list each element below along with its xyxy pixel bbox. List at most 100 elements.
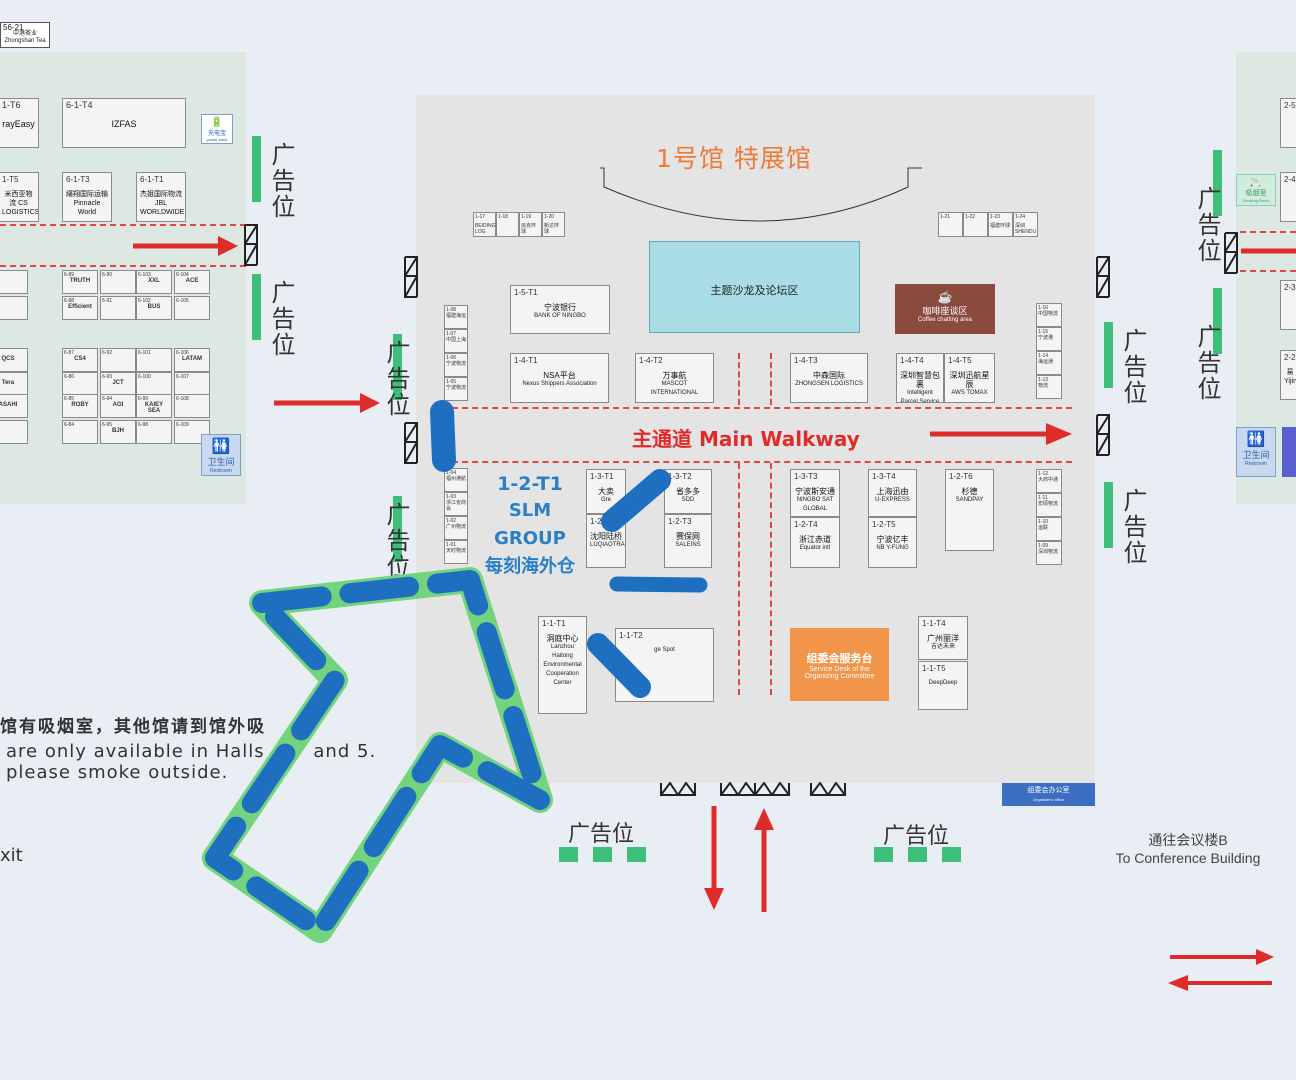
booth-grid-cell[interactable]: 6-92 bbox=[100, 348, 136, 372]
booth-grid-cell[interactable]: 6-91 bbox=[100, 296, 136, 320]
booth-en: NB Y-FUNG bbox=[876, 545, 909, 551]
organizer-office[interactable]: 组委会办公室 Organizer's office bbox=[1002, 783, 1095, 806]
ad-label-vertical: 广告位 bbox=[1193, 324, 1221, 402]
booth-grid-cell[interactable]: 6-79Tera bbox=[0, 372, 28, 396]
booth-left-3[interactable]: 1-T5 米西亚物流 CS LOGISTICS bbox=[0, 172, 39, 222]
booth-grid-cell[interactable]: 6-81 bbox=[0, 420, 28, 444]
booth-grid-cell[interactable]: 6-108 bbox=[174, 394, 210, 418]
top-small-booth[interactable]: 1-18 bbox=[496, 212, 519, 237]
booth-left-2[interactable]: 6-1-T4 IZFAS bbox=[62, 98, 186, 148]
service-desk[interactable]: 组委会服务台 Service Desk of the Organizing Co… bbox=[790, 628, 889, 701]
booth-right-2[interactable]: 2-4 bbox=[1280, 172, 1296, 222]
restroom-icon: 🚻 bbox=[1246, 431, 1266, 448]
booth-grid-cell[interactable]: 6-101 bbox=[136, 348, 172, 372]
booth-grid-cell[interactable]: 6-109 bbox=[174, 420, 210, 444]
ad-green-bar bbox=[252, 274, 261, 340]
forum-label: 主题沙龙及论坛区 bbox=[710, 285, 799, 297]
booth-grid-cell[interactable]: 6-76 bbox=[0, 270, 28, 294]
top-small-booth[interactable]: 1-22 bbox=[963, 212, 988, 237]
walkway-line-bottom bbox=[452, 461, 1072, 463]
ad-label-vertical: 广告位 bbox=[1119, 488, 1147, 566]
booth-name: Efficient bbox=[68, 304, 92, 310]
booth-left-4[interactable]: 6-1-T3 縉翔国际运输 Pinnacle World bbox=[62, 172, 112, 222]
booth-name: ASAHI bbox=[0, 402, 18, 408]
coffee-area[interactable]: ☕ 咖啡座谈区 Coffee chatting area bbox=[895, 284, 995, 334]
booth-right-3[interactable]: 2-3 bbox=[1280, 280, 1296, 330]
booth-grid-cell[interactable]: 6-78QCS bbox=[0, 348, 28, 372]
booth-code: 1-3-T3 bbox=[794, 472, 818, 481]
booth-code: 1-10 bbox=[1038, 519, 1049, 525]
booth-grid-cell[interactable]: 6-84 bbox=[62, 420, 98, 444]
booth-grid-cell[interactable]: 6-98 bbox=[136, 420, 172, 444]
booth-name: ROBY bbox=[71, 402, 89, 408]
booth-name: LATAM bbox=[181, 356, 203, 362]
booth-grid-cell[interactable]: 6-90 bbox=[100, 270, 136, 294]
booth-code: 6-80 bbox=[0, 396, 26, 402]
booth-left-1[interactable]: 1-T6 rayEasy bbox=[0, 98, 39, 148]
top-small-booth[interactable]: 1-21 bbox=[938, 212, 963, 237]
booth-code: 1-2-T6 bbox=[949, 472, 973, 481]
booth-grid-cell[interactable]: 6-105 bbox=[174, 296, 210, 320]
booth-left-5[interactable]: 6-1-T1 杰姐国际物流 JBL WORLDWIDE bbox=[136, 172, 186, 222]
notice-line2b: and 5. bbox=[313, 741, 377, 762]
booth-right-1[interactable]: 2-5 bbox=[1280, 98, 1296, 148]
booth-code: 1-1-T5 bbox=[922, 664, 946, 673]
booth-grid-cell[interactable]: 6-80ASAHI bbox=[0, 394, 28, 418]
booth-code: 1-04 bbox=[446, 470, 457, 476]
booth-name: 宁波港 bbox=[1038, 335, 1054, 341]
forum-area[interactable]: 主题沙龙及论坛区 bbox=[649, 241, 860, 333]
booth-grid-cell[interactable]: 6-77 bbox=[0, 296, 28, 320]
booth-en: SDD bbox=[681, 497, 695, 503]
ad-green-bar bbox=[252, 136, 261, 202]
slm-code: 1-2-T1 bbox=[497, 473, 563, 495]
